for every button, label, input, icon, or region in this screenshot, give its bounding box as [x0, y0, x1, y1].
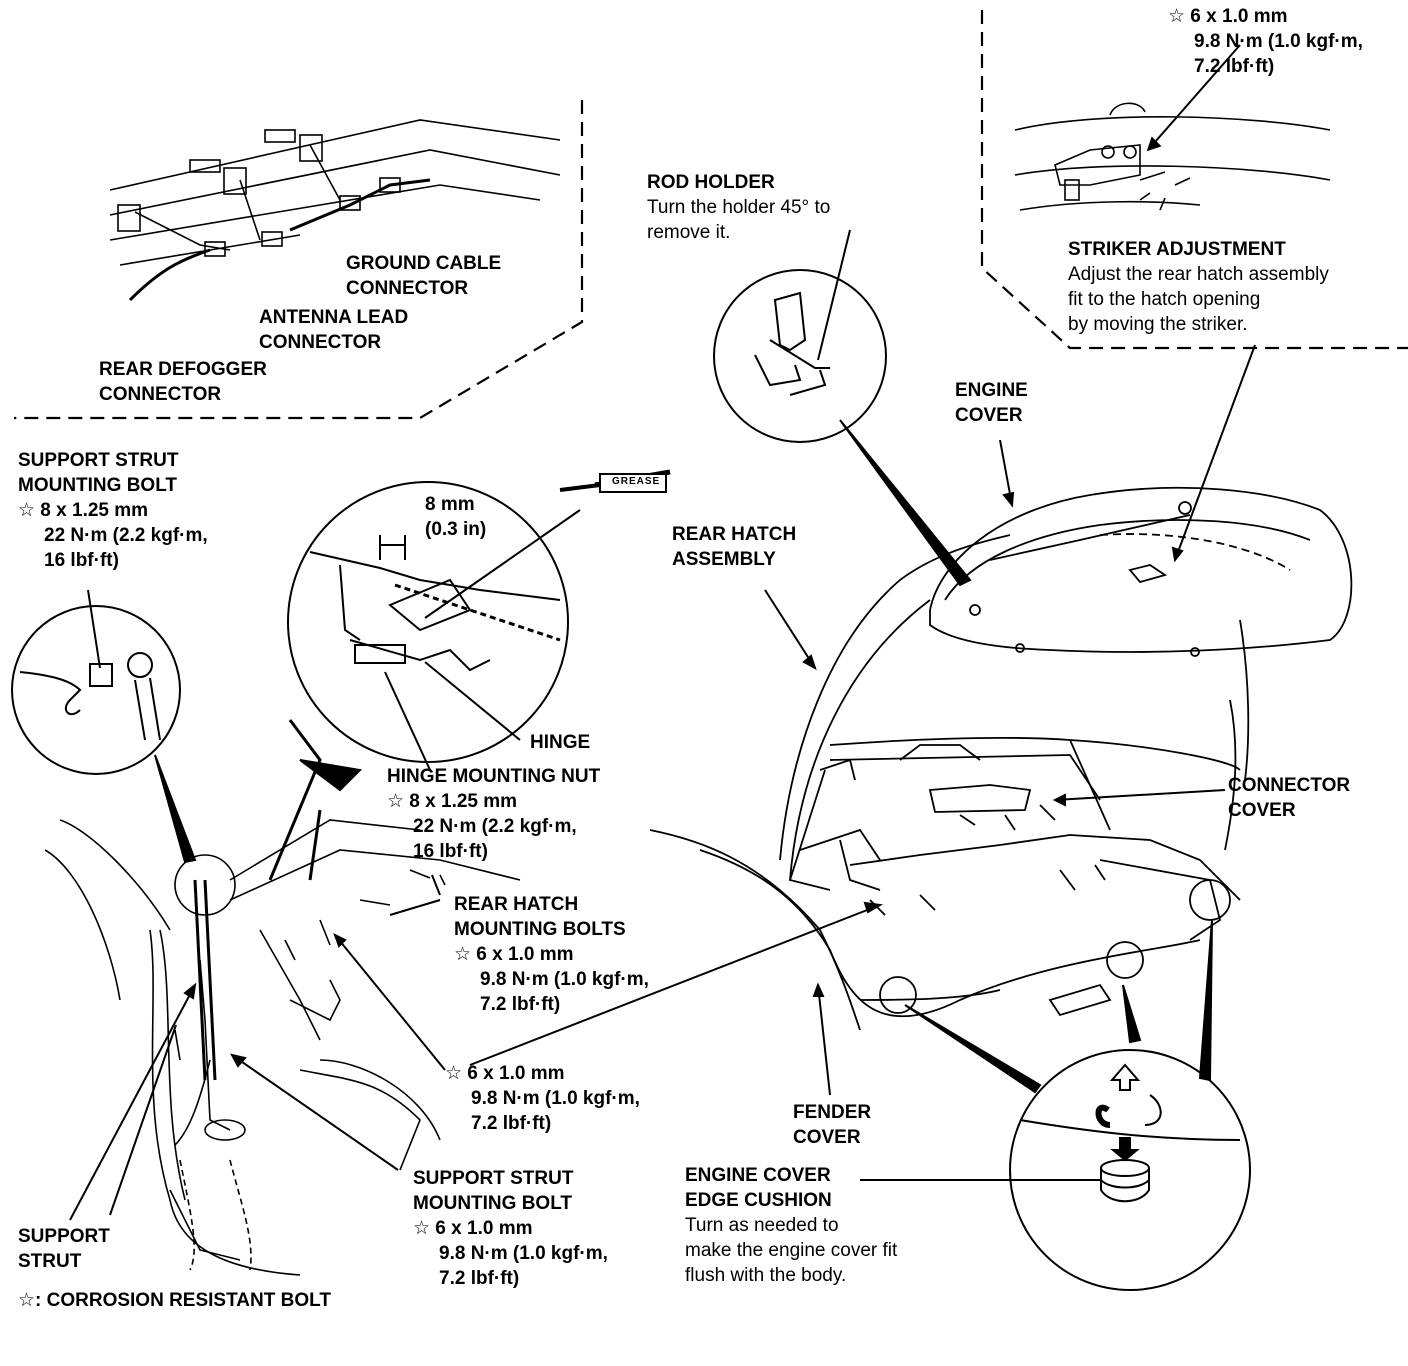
engine-cover-edge-cushion-label: ENGINE COVER EDGE CUSHION Turn as needed… — [685, 1163, 897, 1288]
hinge-nut-torque: 22 N·m (2.2 kgf·m, — [413, 816, 577, 837]
antenna-lead-line-1: ANTENNA LEAD — [259, 307, 409, 328]
grease-label: GREASE — [612, 476, 661, 487]
gap-value: 8 mm — [425, 494, 475, 515]
ground-cable-line-1: GROUND CABLE — [346, 253, 502, 274]
rear-hatch-assembly-label: REAR HATCH ASSEMBLY — [672, 522, 796, 572]
ground-cable-line-2: CONNECTOR — [346, 278, 469, 299]
cushion-detail — [904, 919, 1251, 1291]
hatch-bolts-line-2: MOUNTING BOLTS — [454, 919, 626, 940]
hatch-bolts-torque-imperial: 7.2 lbf·ft) — [480, 994, 561, 1015]
spec-torque: 9.8 N·m (1.0 kgf·m, — [1194, 31, 1363, 52]
spec-size: ☆ 6 x 1.0 mm — [1168, 6, 1288, 27]
bracket-bolt-torque-imperial: 7.2 lbf·ft) — [471, 1113, 552, 1134]
upper-strut-bolt-size: ☆ 8 x 1.25 mm — [18, 500, 149, 521]
striker-inset-drawing — [1014, 44, 1331, 211]
cushion-desc-3: flush with the body. — [685, 1265, 847, 1286]
rod-holder-detail — [713, 229, 972, 587]
corrosion-resistant-legend: ☆: CORROSION RESISTANT BOLT — [18, 1290, 331, 1311]
rod-holder-desc-1: Turn the holder 45° to — [647, 197, 831, 218]
strut-bolt-detail — [11, 589, 197, 864]
bracket-bolt-spec: ☆ 6 x 1.0 mm 9.8 N·m (1.0 kgf·m, 7.2 lbf… — [445, 1061, 640, 1136]
support-strut-label: SUPPORT STRUT — [18, 1224, 110, 1274]
striker-adjustment-label: STRIKER ADJUSTMENT Adjust the rear hatch… — [1068, 237, 1329, 337]
rear-defogger-line-1: REAR DEFOGGER — [99, 359, 267, 380]
cushion-title-2: EDGE CUSHION — [685, 1190, 832, 1211]
bracket-bolt-size: ☆ 6 x 1.0 mm — [445, 1063, 565, 1084]
hinge-mounting-nut-label: HINGE MOUNTING NUT ☆ 8 x 1.25 mm 22 N·m … — [387, 764, 600, 864]
fender-cover-label: FENDER COVER — [793, 1100, 871, 1150]
connector-cover-label: CONNECTOR COVER — [1228, 773, 1350, 823]
hinge-gap-label: 8 mm (0.3 in) — [425, 492, 486, 542]
hatch-assembly-drawing — [649, 486, 1353, 1031]
fender-cover-line-2: COVER — [793, 1127, 861, 1148]
cushion-desc-1: Turn as needed to — [685, 1215, 839, 1236]
striker-bolt-spec: ☆ 6 x 1.0 mm 9.8 N·m (1.0 kgf·m, 7.2 lbf… — [1168, 4, 1363, 79]
upper-strut-bolt-line-2: MOUNTING BOLT — [18, 475, 178, 496]
support-strut-bolt-lower-label: SUPPORT STRUT MOUNTING BOLT ☆ 6 x 1.0 mm… — [413, 1166, 608, 1291]
rod-holder-desc-2: remove it. — [647, 222, 731, 243]
support-strut-line-1: SUPPORT — [18, 1226, 110, 1247]
engine-cover-line-1: ENGINE — [955, 380, 1028, 401]
striker-adjustment-desc-1: Adjust the rear hatch assembly — [1068, 264, 1329, 285]
ground-cable-connector-label: GROUND CABLE CONNECTOR — [346, 251, 501, 301]
bracket-bolt-torque: 9.8 N·m (1.0 kgf·m, — [471, 1088, 640, 1109]
cushion-desc-2: make the engine cover fit — [685, 1240, 898, 1261]
rear-defogger-connector-label: REAR DEFOGGER CONNECTOR — [99, 357, 267, 407]
hinge-label: HINGE — [530, 732, 591, 753]
gap-value-imperial: (0.3 in) — [425, 519, 487, 540]
hatch-bolts-line-1: REAR HATCH — [454, 894, 579, 915]
rear-defogger-line-2: CONNECTOR — [99, 384, 222, 405]
rod-holder-title: ROD HOLDER — [647, 172, 775, 193]
spec-torque-imperial: 7.2 lbf·ft) — [1194, 56, 1275, 77]
striker-adjustment-desc-2: fit to the hatch opening — [1068, 289, 1261, 310]
connector-cover-line-1: CONNECTOR — [1228, 775, 1351, 796]
striker-adjustment-desc-3: by moving the striker. — [1068, 314, 1248, 335]
right-leaders — [764, 344, 1256, 1181]
rear-hatch-mounting-bolts-label: REAR HATCH MOUNTING BOLTS ☆ 6 x 1.0 mm 9… — [454, 892, 649, 1017]
fender-cover-line-1: FENDER — [793, 1102, 872, 1123]
left-body-drawing — [44, 719, 521, 1276]
hatch-bolts-torque: 9.8 N·m (1.0 kgf·m, — [480, 969, 649, 990]
support-strut-bolt-upper-label: SUPPORT STRUT MOUNTING BOLT ☆ 8 x 1.25 m… — [18, 448, 208, 573]
upper-strut-bolt-torque: 22 N·m (2.2 kgf·m, — [44, 525, 208, 546]
lower-strut-bolt-torque-imperial: 7.2 lbf·ft) — [439, 1268, 520, 1289]
engine-cover-label: ENGINE COVER — [955, 378, 1028, 428]
antenna-lead-connector-label: ANTENNA LEAD CONNECTOR — [259, 305, 408, 355]
lower-strut-bolt-line-2: MOUNTING BOLT — [413, 1193, 573, 1214]
connector-cover-line-2: COVER — [1228, 800, 1296, 821]
hinge-nut-title: HINGE MOUNTING NUT — [387, 766, 601, 787]
lower-strut-bolt-size: ☆ 6 x 1.0 mm — [413, 1218, 533, 1239]
connector-inset-drawing — [109, 119, 561, 302]
engine-cover-line-2: COVER — [955, 405, 1023, 426]
rear-hatch-assembly-line-2: ASSEMBLY — [672, 549, 776, 570]
hatch-bolts-size: ☆ 6 x 1.0 mm — [454, 944, 574, 965]
lower-strut-bolt-line-1: SUPPORT STRUT — [413, 1168, 574, 1189]
cushion-title-1: ENGINE COVER — [685, 1165, 831, 1186]
hinge-nut-size: ☆ 8 x 1.25 mm — [387, 791, 518, 812]
rod-holder-label: ROD HOLDER Turn the holder 45° to remove… — [647, 170, 830, 245]
lower-strut-bolt-torque: 9.8 N·m (1.0 kgf·m, — [439, 1243, 608, 1264]
striker-adjustment-title: STRIKER ADJUSTMENT — [1068, 239, 1286, 260]
antenna-lead-line-2: CONNECTOR — [259, 332, 382, 353]
rear-hatch-assembly-line-1: REAR HATCH — [672, 524, 797, 545]
hinge-nut-torque-imperial: 16 lbf·ft) — [413, 841, 488, 862]
hinge-detail — [287, 469, 671, 792]
support-strut-line-2: STRUT — [18, 1251, 82, 1272]
left-leaders — [69, 901, 884, 1221]
upper-strut-bolt-line-1: SUPPORT STRUT — [18, 450, 179, 471]
panel-borders — [14, 10, 1408, 420]
upper-strut-bolt-torque-imperial: 16 lbf·ft) — [44, 550, 119, 571]
